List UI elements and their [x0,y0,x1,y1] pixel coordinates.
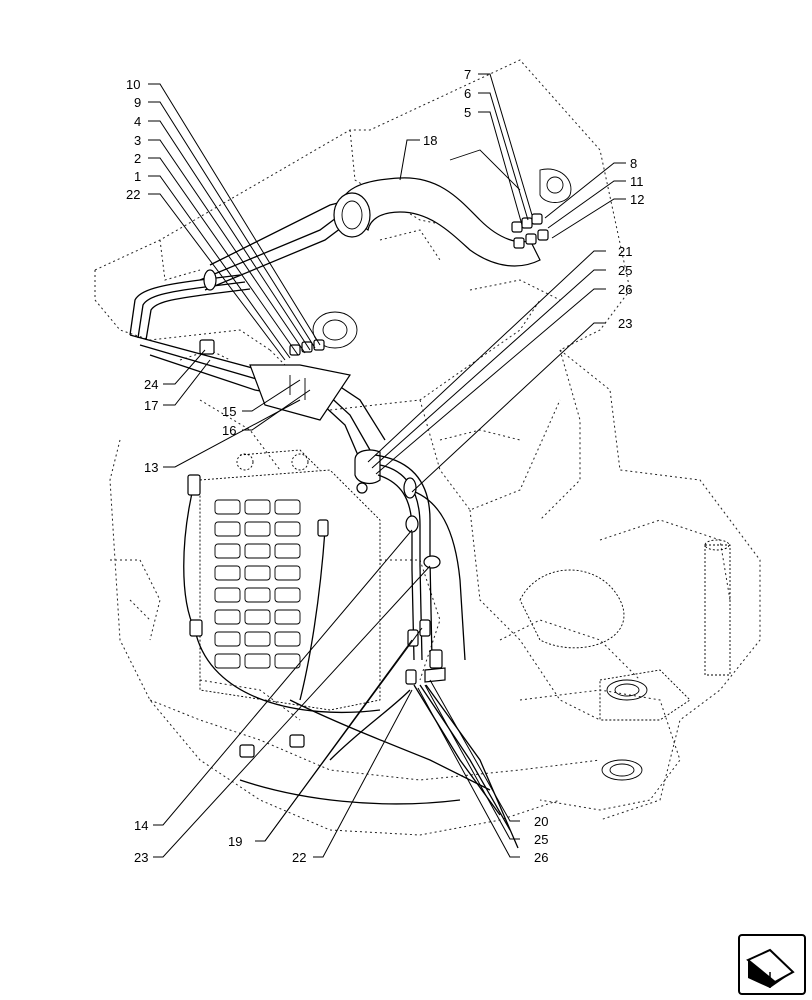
callout-7: 7 [464,67,471,82]
callout-13: 13 [144,460,158,475]
callout-25-bottom: 25 [534,832,548,847]
callout-23-bottom: 23 [134,850,148,865]
callout-18: 18 [423,133,437,148]
next-page-arrow-button[interactable] [738,934,806,995]
callout-8: 8 [630,156,637,171]
callout-4: 4 [134,114,141,129]
next-page-arrow-icon [746,948,795,988]
callout-10: 10 [126,77,140,92]
callout-15: 15 [222,404,236,419]
control-valve-block [199,449,381,711]
upper-right-fittings [449,149,572,249]
callout-5: 5 [464,105,471,120]
hose-guide-bracket [249,364,351,421]
callout-9: 9 [134,95,141,110]
callout-labels: 10 9 4 3 2 1 22 7 6 5 18 8 11 12 21 25 2… [126,67,644,865]
valve-side-hoses [183,474,491,805]
callout-11: 11 [630,174,644,189]
callout-17: 17 [144,398,158,413]
callout-2: 2 [134,151,141,166]
callout-19: 19 [228,834,242,849]
machine-frame-outline [94,59,761,836]
callout-26-top: 26 [618,282,632,297]
callout-3: 3 [134,133,141,148]
lower-hose-bundle [329,449,519,849]
callout-22-top: 22 [126,187,140,202]
callout-14: 14 [134,818,148,833]
right-side-structure [519,539,731,781]
callout-6: 6 [464,86,471,101]
leader-lines [148,73,626,858]
return-pipe [333,177,541,267]
callout-16: 16 [222,423,236,438]
callout-24: 24 [144,377,158,392]
callout-1: 1 [134,169,141,184]
callout-22-bottom: 22 [292,850,306,865]
callout-12: 12 [630,192,644,207]
callout-23-top: 23 [618,316,632,331]
callout-25-top: 25 [618,263,632,278]
pump-unit [289,311,358,356]
callout-21: 21 [618,244,632,259]
callout-26-bottom: 26 [534,850,548,865]
callout-20: 20 [534,814,548,829]
